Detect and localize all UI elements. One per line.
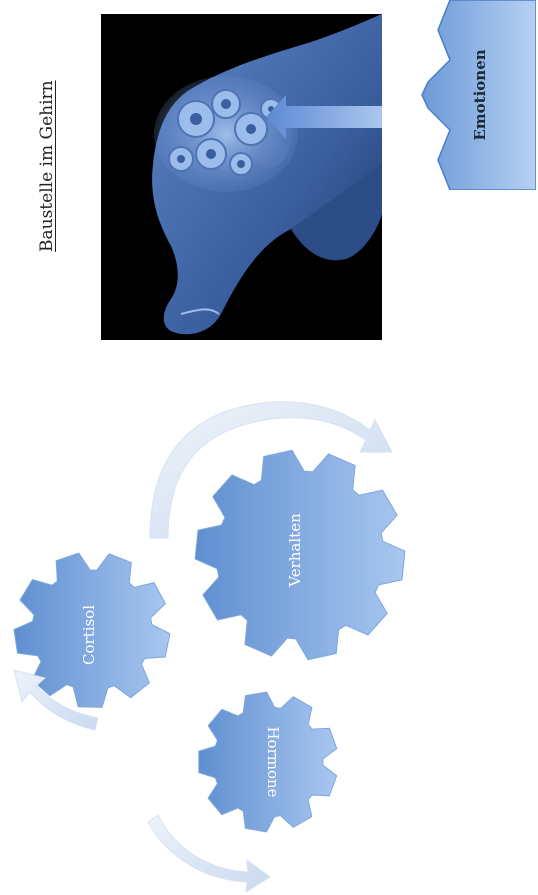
emotionen-label: Emotionen	[469, 47, 491, 143]
gear-label-verhalten: Verhalten	[286, 513, 304, 588]
dog-head-with-gears-image	[101, 14, 382, 340]
gear-hormone: Hormone	[199, 692, 337, 832]
gear-label-hormone: Hormone	[264, 726, 282, 797]
page-title: Baustelle im Gehirn	[35, 112, 59, 252]
gear-verhalten: Verhalten	[195, 450, 405, 659]
gear-label-cortisol: Cortisol	[80, 605, 98, 665]
gears-diagram: Verhalten Cortisol Hormone	[0, 360, 538, 895]
